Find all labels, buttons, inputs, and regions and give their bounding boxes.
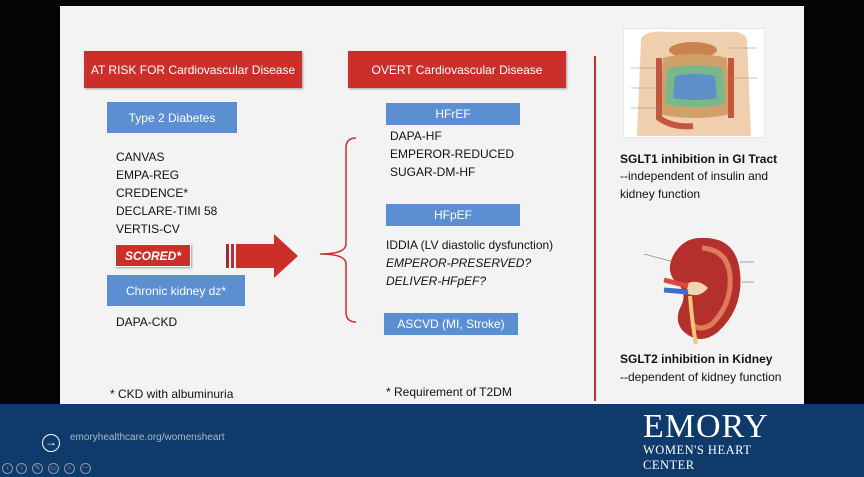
scored-label: SCORED* <box>124 248 181 263</box>
t2dm-footnote: * Requirement of T2DM <box>386 385 512 399</box>
bracket-brace <box>319 137 357 323</box>
zoom-icon[interactable]: ⌕ <box>64 463 75 474</box>
more-icon[interactable]: ⋯ <box>80 463 91 474</box>
trial-item: SUGAR-DM-HF <box>390 165 476 179</box>
logo-line-womens-heart: WOMEN'S HEART <box>643 443 752 457</box>
hfpef-box: HFpEF <box>386 204 520 226</box>
trial-item: CREDENCE* <box>116 186 189 200</box>
sglt2-title: SGLT2 inhibition in Kidney <box>620 352 773 366</box>
hfref-box: HFrEF <box>386 103 520 125</box>
sglt1-title: SGLT1 inhibition in GI Tract <box>620 152 778 166</box>
hfpef-trial-list: IDDIA (LV diastolic dysfunction) EMPEROR… <box>386 236 553 290</box>
logo-line-center: CENTER <box>643 458 695 472</box>
ckd-footnote: * CKD with albuminuria <box>110 387 234 401</box>
emory-logo: EMORY <box>643 408 769 445</box>
ascvd-box: ASCVD (MI, Stroke) <box>384 313 518 335</box>
sglt2-description: --dependent of kidney function <box>620 370 782 384</box>
slide: AT RISK FOR Cardiovascular Disease OVERT… <box>60 6 804 408</box>
trial-item: EMPEROR-PRESERVED? <box>386 256 532 270</box>
footer-banner <box>0 404 864 477</box>
hfref-trial-list: DAPA-HF EMPEROR-REDUCED SUGAR-DM-HF <box>390 127 514 181</box>
trial-item: IDDIA (LV diastolic dysfunction) <box>386 238 554 252</box>
type2-trial-list: CANVAS EMPA-REG CREDENCE* DECLARE-TIMI 5… <box>116 148 217 238</box>
trial-item: DECLARE-TIMI 58 <box>116 204 218 218</box>
big-red-arrow <box>226 234 298 278</box>
overt-header: OVERT Cardiovascular Disease <box>348 51 566 88</box>
hfpef-label: HFpEF <box>433 208 472 222</box>
type2-diabetes-box: Type 2 Diabetes <box>107 102 237 133</box>
ckd-trial-list: DAPA-CKD <box>116 313 177 331</box>
trial-item: EMPA-REG <box>116 168 180 182</box>
ascvd-label: ASCVD (MI, Stroke) <box>397 317 505 331</box>
scored-badge: SCORED* <box>115 244 191 267</box>
next-slide-icon[interactable]: › <box>16 463 27 474</box>
gi-tract-illustration <box>623 28 765 138</box>
at-risk-header: AT RISK FOR Cardiovascular Disease <box>84 51 302 88</box>
trial-item: EMPEROR-REDUCED <box>390 147 515 161</box>
prev-slide-icon[interactable]: ‹ <box>2 463 13 474</box>
footer-url-link[interactable]: emoryhealthcare.org/womensheart <box>70 432 225 443</box>
type2-diabetes-label: Type 2 Diabetes <box>128 110 216 125</box>
trial-item: DELIVER-HFpEF? <box>386 274 487 288</box>
trial-item: VERTIS-CV <box>116 222 180 236</box>
trial-item: DAPA-CKD <box>116 315 178 329</box>
trial-item: CANVAS <box>116 150 165 164</box>
overt-header-text: OVERT Cardiovascular Disease <box>371 62 543 77</box>
screen-icon[interactable]: ▭ <box>48 463 59 474</box>
ckd-label: Chronic kidney dz* <box>125 283 227 298</box>
arrow-right-circle-icon[interactable]: → <box>42 434 60 452</box>
sglt1-description: --independent of insulin and kidney func… <box>620 169 769 201</box>
pen-icon[interactable]: ✎ <box>32 463 43 474</box>
kidney-illustration <box>644 237 754 345</box>
trial-item: DAPA-HF <box>390 129 442 143</box>
ckd-box: Chronic kidney dz* <box>107 275 245 306</box>
section-divider <box>594 56 596 401</box>
hfref-label: HFrEF <box>435 107 471 121</box>
at-risk-header-text: AT RISK FOR Cardiovascular Disease <box>90 62 296 77</box>
